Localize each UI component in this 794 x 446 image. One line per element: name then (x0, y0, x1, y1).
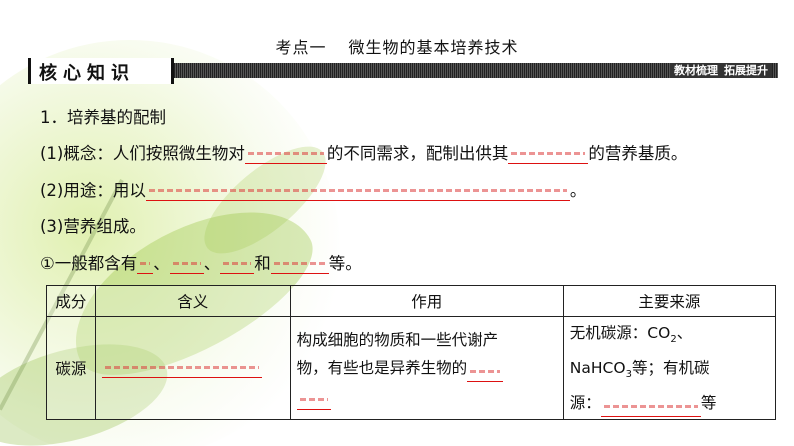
blank-salts (270, 255, 329, 274)
general-line: ①一般都含有、、和等。 (40, 250, 362, 274)
source-line-3: 源： 等 (569, 389, 769, 418)
concept-suffix: 的营养基质。 (588, 144, 688, 163)
row-label: 碳源 (46, 315, 96, 421)
source-line-1: 无机碳源：CO2、 (570, 319, 769, 354)
blank-nitrogen (220, 255, 255, 274)
title-part2: 微生物的基本培养技术 (348, 38, 519, 57)
composition-line: (3)营养组成。 (40, 217, 146, 236)
core-knowledge-label: 核心知识 (39, 63, 135, 84)
separator: 、 (203, 254, 221, 273)
section-header-bar: 核心知识 教材梳理拓展提升 (28, 58, 778, 84)
table-header: 含义 (94, 285, 291, 317)
source-text: 、 (676, 324, 693, 342)
source-cell: 无机碳源：CO2、 NaHCO3等；有机碳 源： 等 (562, 315, 777, 421)
title-part1: 考点一 (275, 38, 327, 57)
blank-water (137, 255, 154, 274)
use-line: (2)用途：用以 。 (40, 177, 586, 201)
core-knowledge-tag: 核心知识 (28, 58, 174, 84)
concept-mid: 的不同需求，配制出供其 (326, 144, 509, 163)
nutrient-table: 成分 含义 作用 主要来源 碳源 构成细胞的物质和一些代谢产 物，有些也是异养生… (46, 285, 777, 421)
blank-energy-2 (296, 391, 331, 411)
header-right-1: 教材梳理 (674, 64, 718, 77)
concept-line: (1)概念：人们按照微生物对 的不同需求，配制出供其 的营养基质。 (40, 140, 687, 164)
etc-word: 等。 (328, 254, 362, 273)
source-text: 等 (700, 394, 717, 413)
use-suffix: 。 (569, 181, 587, 200)
subscript: 2 (670, 334, 677, 346)
source-text: 等；有机碳 (631, 359, 710, 378)
source-text: 源： (569, 394, 601, 413)
blank-nutrition (244, 145, 327, 164)
effect-line-1: 构成细胞的物质和一些代谢产 (296, 331, 499, 350)
page-title: 考点一 微生物的基本培养技术 (0, 34, 794, 58)
blank-energy (467, 363, 504, 383)
blank-meaning (101, 359, 262, 378)
concept-prefix: (1)概念：人们按照微生物对 (40, 144, 245, 163)
effect-line-2: 物，有些也是异养生物的 (296, 354, 557, 383)
effect-cell: 构成细胞的物质和一些代谢产 物，有些也是异养生物的 (289, 315, 564, 421)
table-header: 成分 (46, 285, 96, 317)
blank-use (145, 182, 570, 201)
general-prefix: ①一般都含有 (40, 254, 138, 273)
use-prefix: (2)用途：用以 (40, 181, 146, 200)
and-word: 和 (254, 254, 271, 273)
blank-growth (508, 145, 589, 164)
meaning-cell (94, 315, 291, 421)
separator: 、 (153, 254, 170, 273)
blank-organic-source (600, 398, 701, 418)
section-heading: 1．培养基的配制 (40, 108, 166, 127)
table-header-row: 成分 含义 作用 主要来源 (46, 285, 777, 317)
table-row: 碳源 构成细胞的物质和一些代谢产 物，有些也是异养生物的 无机碳源：CO2、 N… (46, 315, 777, 421)
header-right-2: 拓展提升 (724, 64, 768, 77)
source-text: NaHCO (569, 359, 626, 378)
header-rule (174, 63, 778, 78)
source-line-2: NaHCO3等；有机碳 (570, 354, 769, 389)
header-right-labels: 教材梳理拓展提升 (670, 63, 772, 78)
blank-carbon (169, 255, 204, 274)
table-header: 主要来源 (562, 285, 777, 317)
table-header: 作用 (289, 285, 564, 317)
effect-line-3 (296, 382, 557, 411)
subscript: 3 (625, 369, 632, 381)
source-text: 无机碳源：CO (569, 324, 671, 342)
effect-line-2-text: 物，有些也是异养生物的 (296, 359, 468, 378)
